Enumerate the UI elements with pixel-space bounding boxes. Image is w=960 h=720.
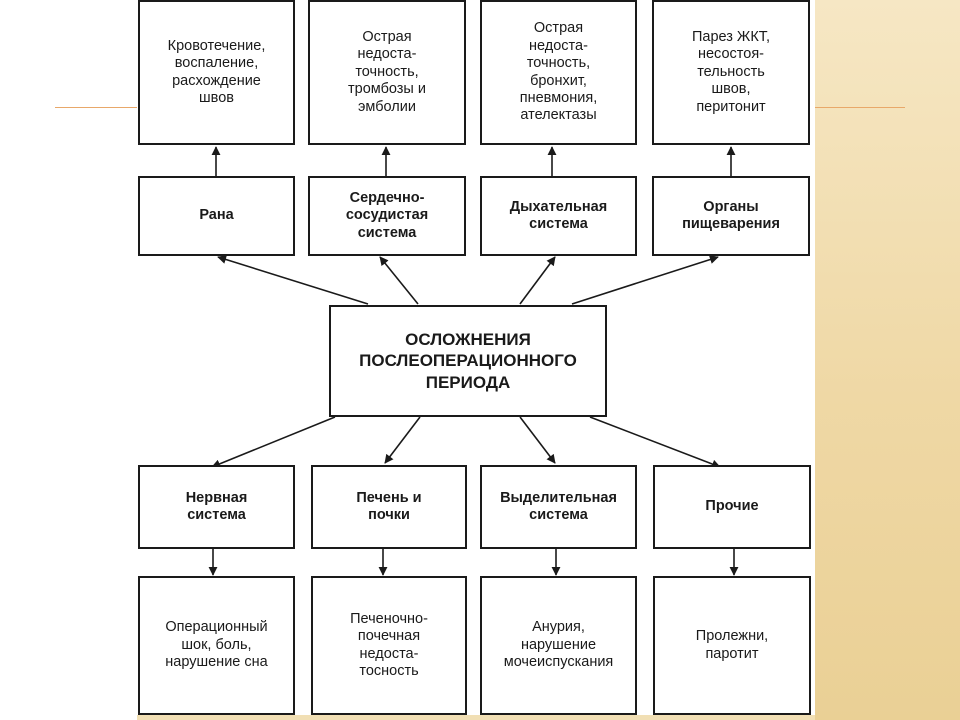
outcome-box-liver-kidney: Печеночно- почечная недоста- тосность <box>311 576 467 715</box>
system-box-cardio: Сердечно- сосудистая система <box>308 176 466 256</box>
outcome-box-digest: Парез ЖКТ, несостоя- тельность швов, пер… <box>652 0 810 145</box>
slide-background-left <box>0 0 137 720</box>
outcome-box-other: Пролежни, паротит <box>653 576 811 715</box>
outcome-box-wound: Кровотечение, воспаление, расхождение шв… <box>138 0 295 145</box>
outcome-box-resp: Острая недоста- точность, бронхит, пневм… <box>480 0 637 145</box>
arrow-center-to-other <box>589 416 721 469</box>
arrow-center-to-wound <box>217 255 369 305</box>
arrow-center-to-resp <box>519 256 556 305</box>
system-box-digest: Органы пищеварения <box>652 176 810 256</box>
slide-background-right <box>815 0 960 720</box>
system-box-resp: Дыхательная система <box>480 176 637 256</box>
outcome-box-excretory: Анурия, нарушение мочеиспускания <box>480 576 637 715</box>
arrow-center-to-nervous <box>211 416 336 469</box>
system-box-wound: Рана <box>138 176 295 256</box>
arrow-center-to-liver <box>384 416 421 464</box>
arrow-center-to-digest <box>571 255 719 305</box>
outcome-box-cardio: Острая недоста- точность, тромбозы и эмб… <box>308 0 466 145</box>
arrow-center-to-excretory <box>519 416 556 464</box>
arrow-center-to-cardio <box>379 256 419 305</box>
system-box-excretory: Выделительная система <box>480 465 637 549</box>
system-box-other: Прочие <box>653 465 811 549</box>
outcome-box-nervous: Операционный шок, боль, нарушение сна <box>138 576 295 715</box>
system-box-nervous: Нервная система <box>138 465 295 549</box>
system-box-liver-kidney: Печень и почки <box>311 465 467 549</box>
slide-background-bottom <box>137 715 815 720</box>
center-title-box: ОСЛОЖНЕНИЯ ПОСЛЕОПЕРАЦИОННОГО ПЕРИОДА <box>329 305 607 417</box>
